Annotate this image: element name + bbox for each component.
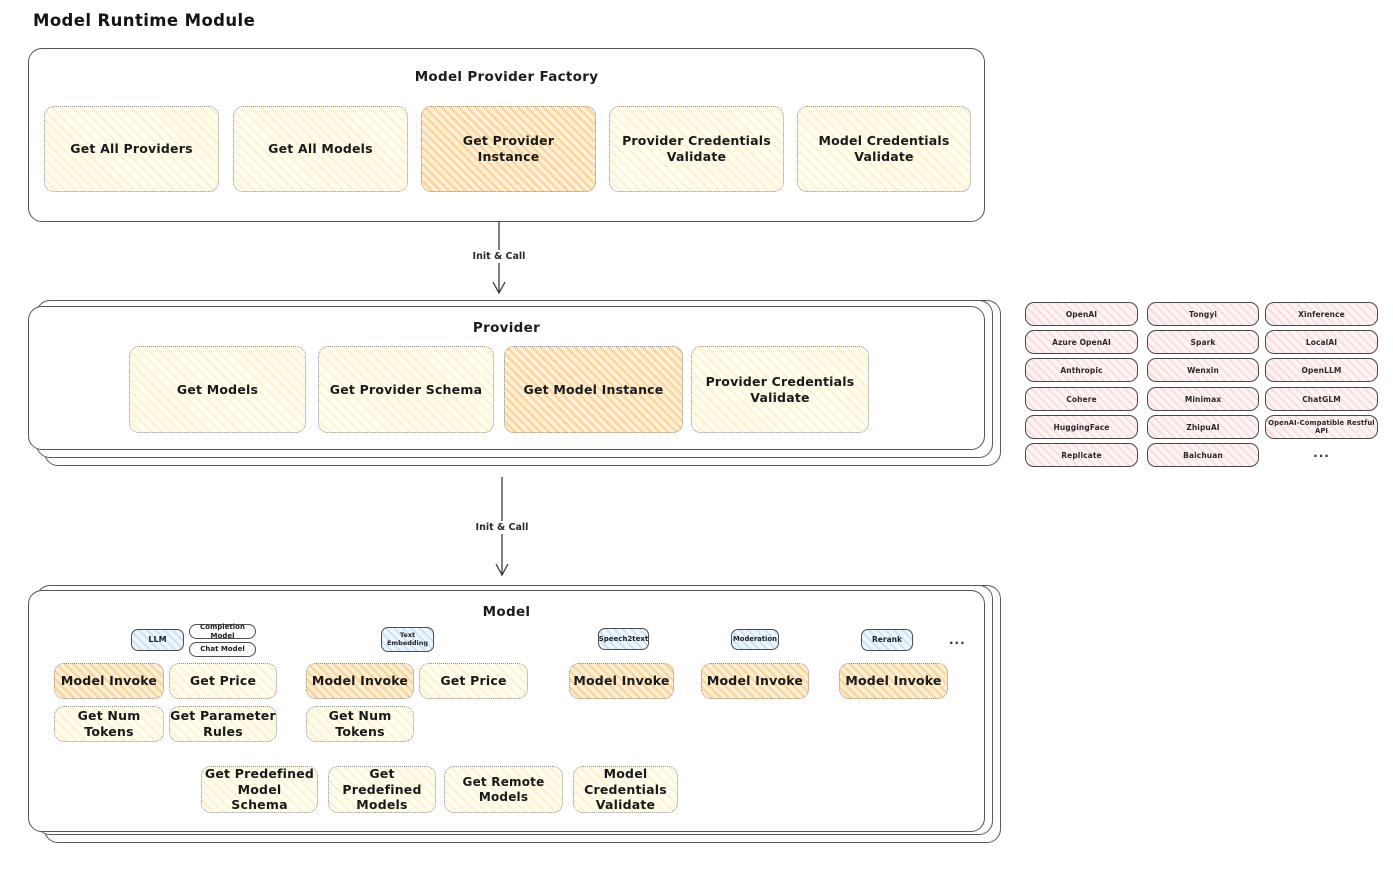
text-embedding-get-price: Get Price — [419, 663, 528, 699]
model-panel: Model LLM Completion Model Chat Model Te… — [28, 590, 985, 832]
factory-box-get-all-models: Get All Models — [233, 106, 408, 192]
vendor-xinference: Xinference — [1265, 302, 1378, 326]
vendor-tongyi: Tongyi — [1147, 302, 1259, 326]
factory-box-provider-credentials-validate: Provider Credentials Validate — [609, 106, 784, 192]
model-types-more-ellipsis: ... — [949, 633, 966, 647]
vendor-huggingface: HuggingFace — [1025, 415, 1138, 439]
vendor-openai: OpenAI — [1025, 302, 1138, 326]
text-embedding-get-num-tokens: Get Num Tokens — [306, 706, 414, 742]
factory-panel: Model Provider Factory Get All Providers… — [28, 48, 985, 222]
arrow2-label: Init & Call — [462, 521, 542, 534]
provider-panel-title: Provider — [472, 320, 541, 336]
vendor-grid: OpenAI Azure OpenAI Anthropic Cohere Hug… — [1025, 302, 1381, 474]
llm-get-price: Get Price — [169, 663, 277, 699]
tag-moderation: Moderation — [731, 629, 779, 650]
vendor-chatglm: ChatGLM — [1265, 387, 1378, 411]
provider-panel: Provider Get Models Get Provider Schema … — [28, 306, 985, 450]
factory-box-model-credentials-validate: Model Credentials Validate — [797, 106, 971, 192]
model-get-remote-models: Get Remote Models — [444, 766, 563, 813]
vendor-zhipuai: ZhipuAI — [1147, 415, 1259, 439]
moderation-model-invoke: Model Invoke — [701, 663, 809, 699]
llm-model-invoke: Model Invoke — [54, 663, 164, 699]
vendor-localai: LocalAI — [1265, 330, 1378, 354]
vendor-openai-compatible-restful-api: OpenAI-Compatible Restful API — [1265, 415, 1378, 439]
model-get-predefined-models: Get Predefined Models — [328, 766, 436, 813]
vendor-wenxin: Wenxin — [1147, 358, 1259, 382]
text-embedding-model-invoke: Model Invoke — [306, 663, 414, 699]
vendor-baichuan: Baichuan — [1147, 443, 1259, 467]
tag-llm: LLM — [131, 629, 184, 651]
tag-speech2text: Speech2text — [598, 628, 649, 650]
vendor-replicate: Replicate — [1025, 443, 1138, 467]
model-get-predefined-model-schema: Get Predefined Model Schema — [201, 766, 318, 813]
model-panel-title: Model — [482, 604, 531, 620]
vendor-cohere: Cohere — [1025, 387, 1138, 411]
vendor-more-ellipsis: ... — [1313, 446, 1330, 460]
factory-box-get-provider-instance: Get Provider Instance — [421, 106, 596, 192]
page-title: Model Runtime Module — [33, 11, 256, 30]
vendor-minimax: Minimax — [1147, 387, 1259, 411]
vendor-openllm: OpenLLM — [1265, 358, 1378, 382]
provider-box-provider-credentials-validate: Provider Credentials Validate — [691, 346, 869, 433]
provider-box-get-model-instance: Get Model Instance — [504, 346, 683, 433]
vendor-azure-openai: Azure OpenAI — [1025, 330, 1138, 354]
rerank-model-invoke: Model Invoke — [839, 663, 948, 699]
provider-box-get-provider-schema: Get Provider Schema — [318, 346, 494, 433]
provider-box-get-models: Get Models — [129, 346, 306, 433]
tag-text-embedding: Text Embedding — [381, 627, 434, 652]
arrow1-label: Init & Call — [459, 250, 539, 263]
factory-panel-title: Model Provider Factory — [414, 69, 599, 85]
speech2text-model-invoke: Model Invoke — [569, 663, 674, 699]
llm-get-num-tokens: Get Num Tokens — [54, 706, 164, 742]
vendor-anthropic: Anthropic — [1025, 358, 1138, 382]
model-model-credentials-validate: Model Credentials Validate — [573, 766, 678, 813]
llm-get-parameter-rules: Get Parameter Rules — [169, 706, 277, 742]
tag-completion-model: Completion Model — [189, 623, 256, 640]
tag-chat-model: Chat Model — [189, 642, 256, 657]
tag-rerank: Rerank — [861, 629, 913, 651]
factory-box-get-all-providers: Get All Providers — [44, 106, 219, 192]
vendor-spark: Spark — [1147, 330, 1259, 354]
